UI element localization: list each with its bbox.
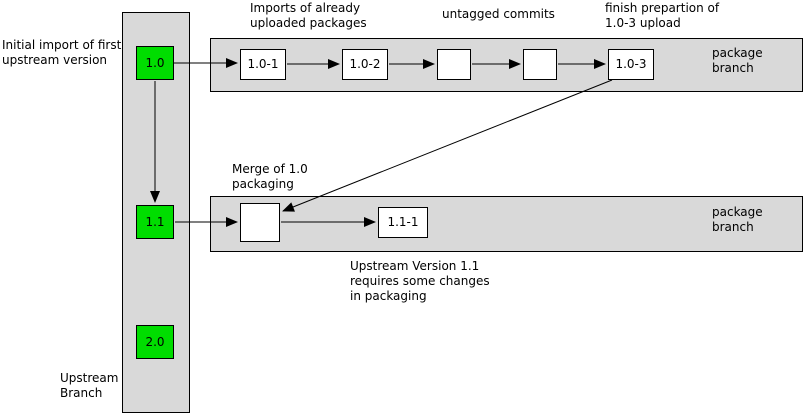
- commit-node-1-1-1: 1.1-1: [378, 207, 428, 238]
- package-branch-1-0-label: package branch: [712, 46, 763, 75]
- commit-node-1-0-2: 1.0-2: [342, 49, 388, 80]
- commit-node-untagged-2: [523, 49, 557, 80]
- commit-node-merge: [240, 203, 280, 242]
- package-branch-1-1-label: package branch: [712, 205, 763, 234]
- upstream-node-2-0: 2.0: [136, 325, 174, 359]
- upstream-node-1-0: 1.0: [136, 46, 174, 80]
- commit-node-1-0-1: 1.0-1: [240, 49, 286, 80]
- upstream-node-1-1: 1.1: [136, 205, 174, 239]
- commit-node-1-0-3: 1.0-3: [608, 49, 654, 80]
- annotation-merge-packaging: Merge of 1.0 packaging: [232, 162, 308, 191]
- annotation-finish-preparation: finish prepartion of 1.0-3 upload: [605, 1, 720, 30]
- arrow-1-0-3-to-merge: [282, 79, 613, 212]
- commit-node-untagged-1: [437, 49, 471, 80]
- annotation-untagged-commits: untagged commits: [442, 7, 555, 21]
- annotation-upstream-1-1-changes: Upstream Version 1.1 requires some chang…: [350, 259, 490, 303]
- annotation-imports-uploaded: Imports of already uploaded packages: [250, 1, 367, 30]
- upstream-branch-label: Upstream Branch: [60, 371, 119, 400]
- annotation-initial-import: Initial import of first upstream version: [2, 38, 122, 67]
